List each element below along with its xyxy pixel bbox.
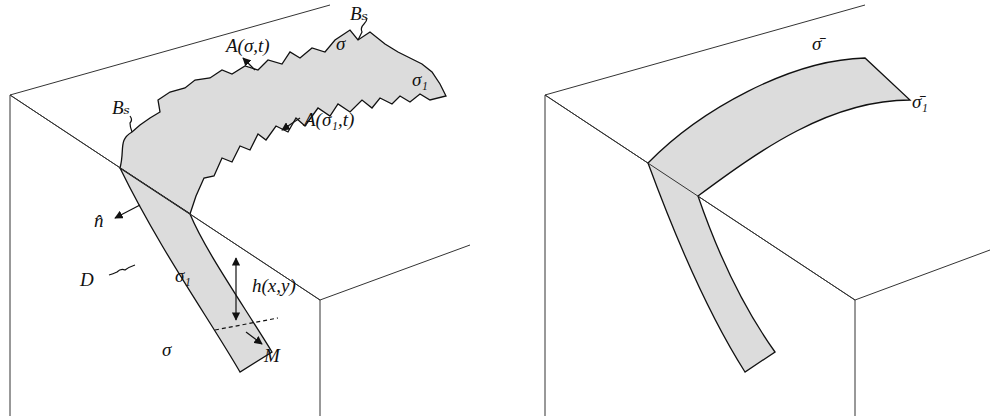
band-smooth: [648, 58, 910, 372]
band-top-rough: [120, 30, 446, 214]
curve-label: σ̄: [812, 34, 821, 53]
normal-label: n̂: [94, 211, 104, 230]
diffusion-label: D: [80, 270, 94, 289]
area-label: A(σ₁,t): [304, 110, 354, 129]
curve-label: σ: [336, 34, 345, 53]
curve-label: σ̄₁: [912, 92, 928, 111]
flux-label: M: [264, 346, 280, 365]
curve-label: σ₁: [412, 70, 428, 89]
area-label: A(σ,t): [226, 36, 270, 55]
curve-label: σ: [162, 340, 171, 359]
boundary-label: Bₛ: [350, 4, 368, 23]
annotation-strokes: [109, 18, 367, 344]
height-label: h(x,y): [252, 276, 296, 295]
band-front: [120, 168, 272, 372]
block-left: [10, 5, 470, 416]
curve-label: σ₁: [175, 266, 191, 285]
boundary-label: Bₛ: [112, 98, 130, 117]
block-right: [545, 5, 990, 416]
